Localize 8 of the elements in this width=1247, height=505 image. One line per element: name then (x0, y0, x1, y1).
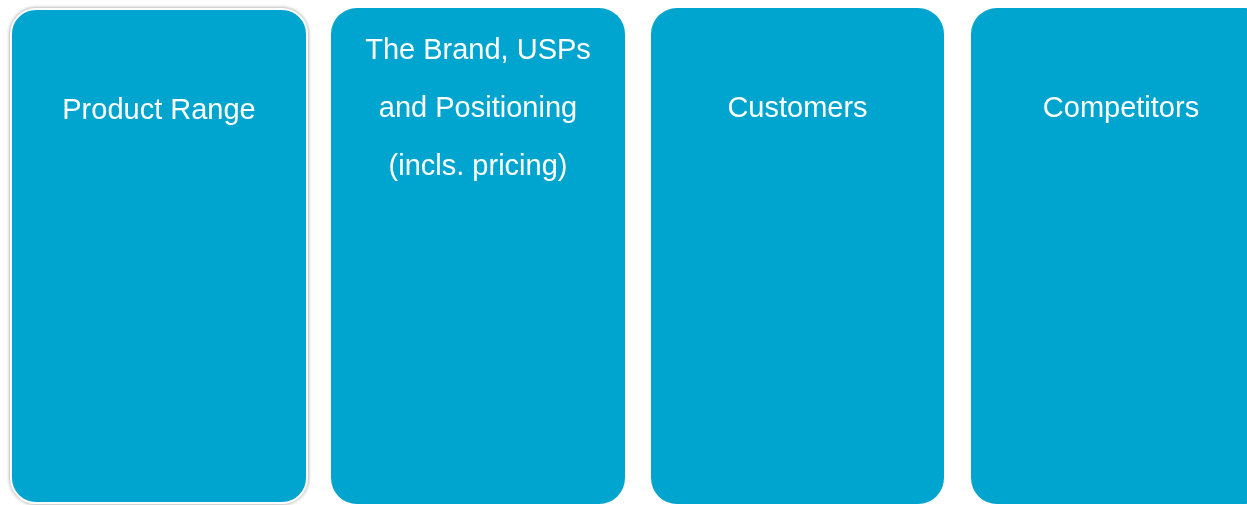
column-panel (331, 8, 625, 504)
column-panel (971, 8, 1247, 504)
column-panel (10, 8, 308, 504)
column-heading: The Brand, USPs and Positioning (incls. pricing) (364, 32, 592, 183)
column-heading: Product Range (62, 92, 256, 127)
column-heading: Customers (727, 90, 868, 125)
column-panel (651, 8, 944, 504)
column-heading: Competitors (1042, 90, 1200, 125)
